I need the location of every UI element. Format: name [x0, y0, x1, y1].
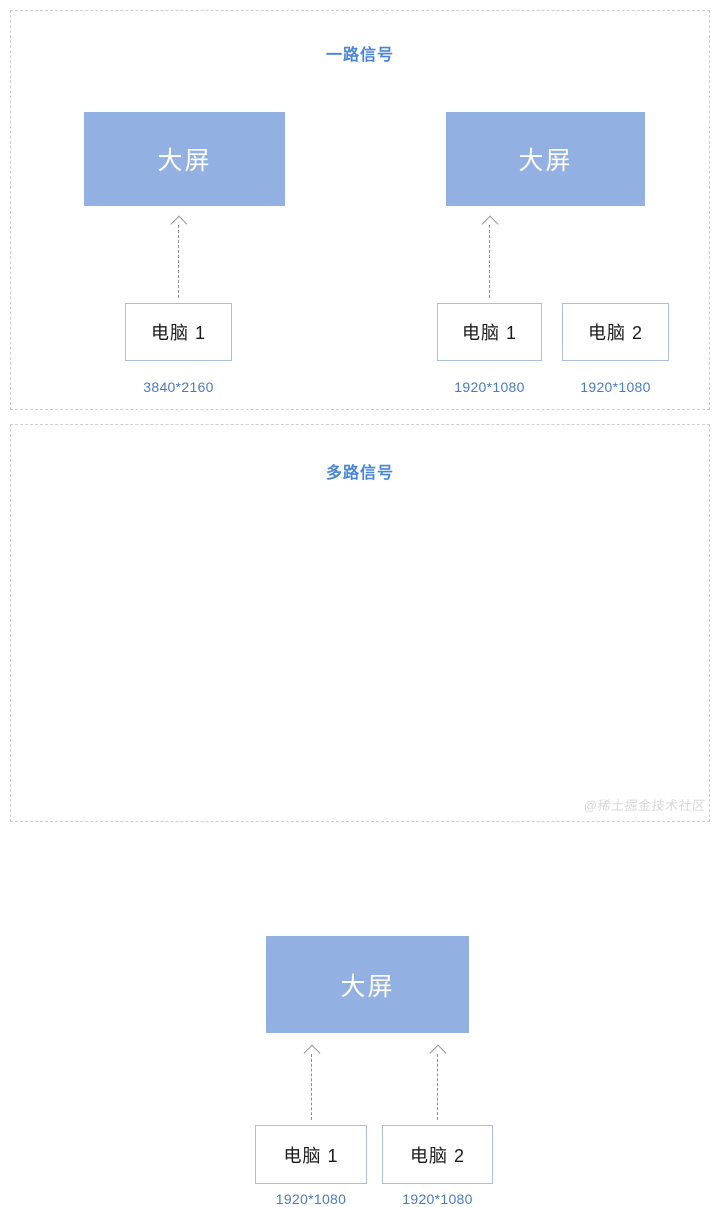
arrow-shaft [437, 1054, 438, 1120]
computer-box: 电脑 1 [125, 303, 232, 361]
computer-box: 电脑 2 [382, 1125, 493, 1184]
arrow-shaft [178, 225, 179, 298]
computer-box: 电脑 1 [255, 1125, 367, 1184]
arrow-shaft [489, 225, 490, 298]
arrow-head-icon [429, 1044, 447, 1062]
resolution-label: 3840*2160 [143, 379, 214, 395]
signal-arrow-up-icon [303, 1044, 321, 1120]
computer-box: 电脑 1 [437, 303, 542, 361]
computer-box: 电脑 2 [562, 303, 669, 361]
big-screen-block: 大屏 [446, 112, 645, 206]
signal-topology-diagram: 一路信号 大屏 电脑 1 3840*2160 大屏 电脑 1 电脑 2 1920… [10, 10, 710, 1207]
resolution-label: 1920*1080 [454, 379, 525, 395]
panel-single-signal-title: 一路信号 [325, 47, 394, 64]
arrow-shaft [311, 1054, 312, 1120]
panel-single-signal: 一路信号 大屏 电脑 1 3840*2160 大屏 电脑 1 电脑 2 1920… [10, 10, 710, 410]
signal-arrow-up-icon [481, 215, 499, 298]
arrow-head-icon [481, 215, 499, 233]
resolution-label: 1920*1080 [580, 379, 651, 395]
big-screen-block: 大屏 [84, 112, 285, 206]
watermark: @稀土掘金技术社区 [583, 798, 707, 813]
big-screen-block: 大屏 [266, 936, 469, 1033]
resolution-label: 1920*1080 [402, 1191, 473, 1207]
signal-arrow-up-icon [170, 215, 188, 298]
signal-arrow-up-icon [429, 1044, 447, 1120]
arrow-head-icon [170, 215, 188, 233]
panel-multi-signal-title: 多路信号 [325, 465, 394, 482]
arrow-head-icon [303, 1044, 321, 1062]
panel-multi-signal: 多路信号 大屏 电脑 1 电脑 2 1920*1080 1920*1080 [10, 424, 710, 1207]
resolution-label: 1920*1080 [275, 1191, 347, 1207]
